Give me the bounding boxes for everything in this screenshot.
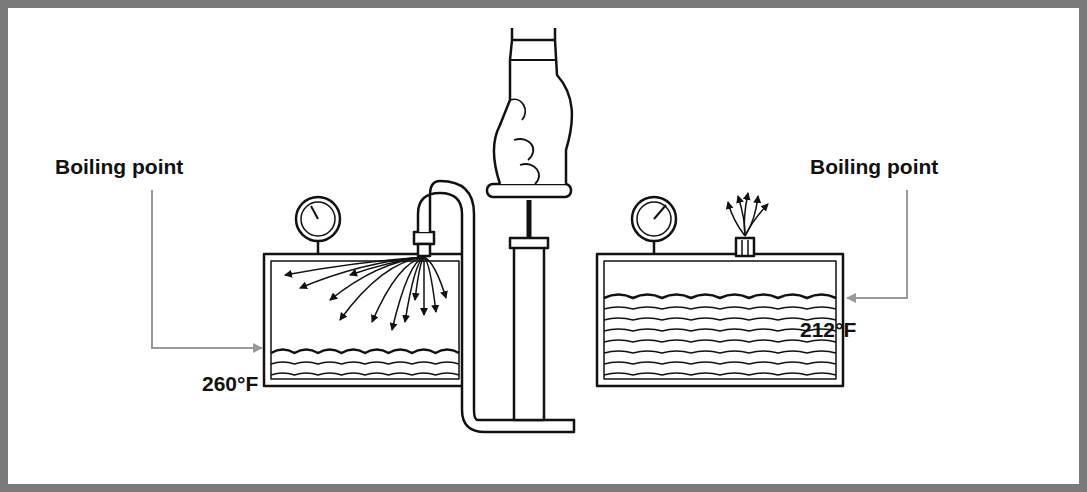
water-surface [604,295,836,299]
air-spray [285,257,424,275]
temperature-label: 260°F [202,372,258,395]
air-spray [372,257,424,322]
water-line [604,362,836,364]
left-tank [264,254,466,386]
water-line [604,307,836,309]
steam-arrow [744,193,748,236]
boiling-point-label: Boiling point [810,155,938,178]
steam-arrow [728,202,745,236]
steam-arrow [745,196,758,236]
air-spray [405,257,424,322]
frame [4,4,1083,488]
water-line [271,362,459,364]
air-spray [424,257,446,298]
air-spray [415,257,424,300]
steam-arrow [745,204,768,236]
temperature-label: 212°F [800,318,856,341]
water-line [271,373,459,375]
air-spray [392,257,424,330]
leader-line [152,190,262,348]
air-spray [423,257,425,315]
water-line [604,351,836,353]
pump [514,245,544,420]
leader-line [847,190,907,298]
water-surface [271,350,459,354]
water-line [604,373,836,375]
air-spray [424,257,436,312]
boiling-point-label: Boiling point [55,155,183,178]
